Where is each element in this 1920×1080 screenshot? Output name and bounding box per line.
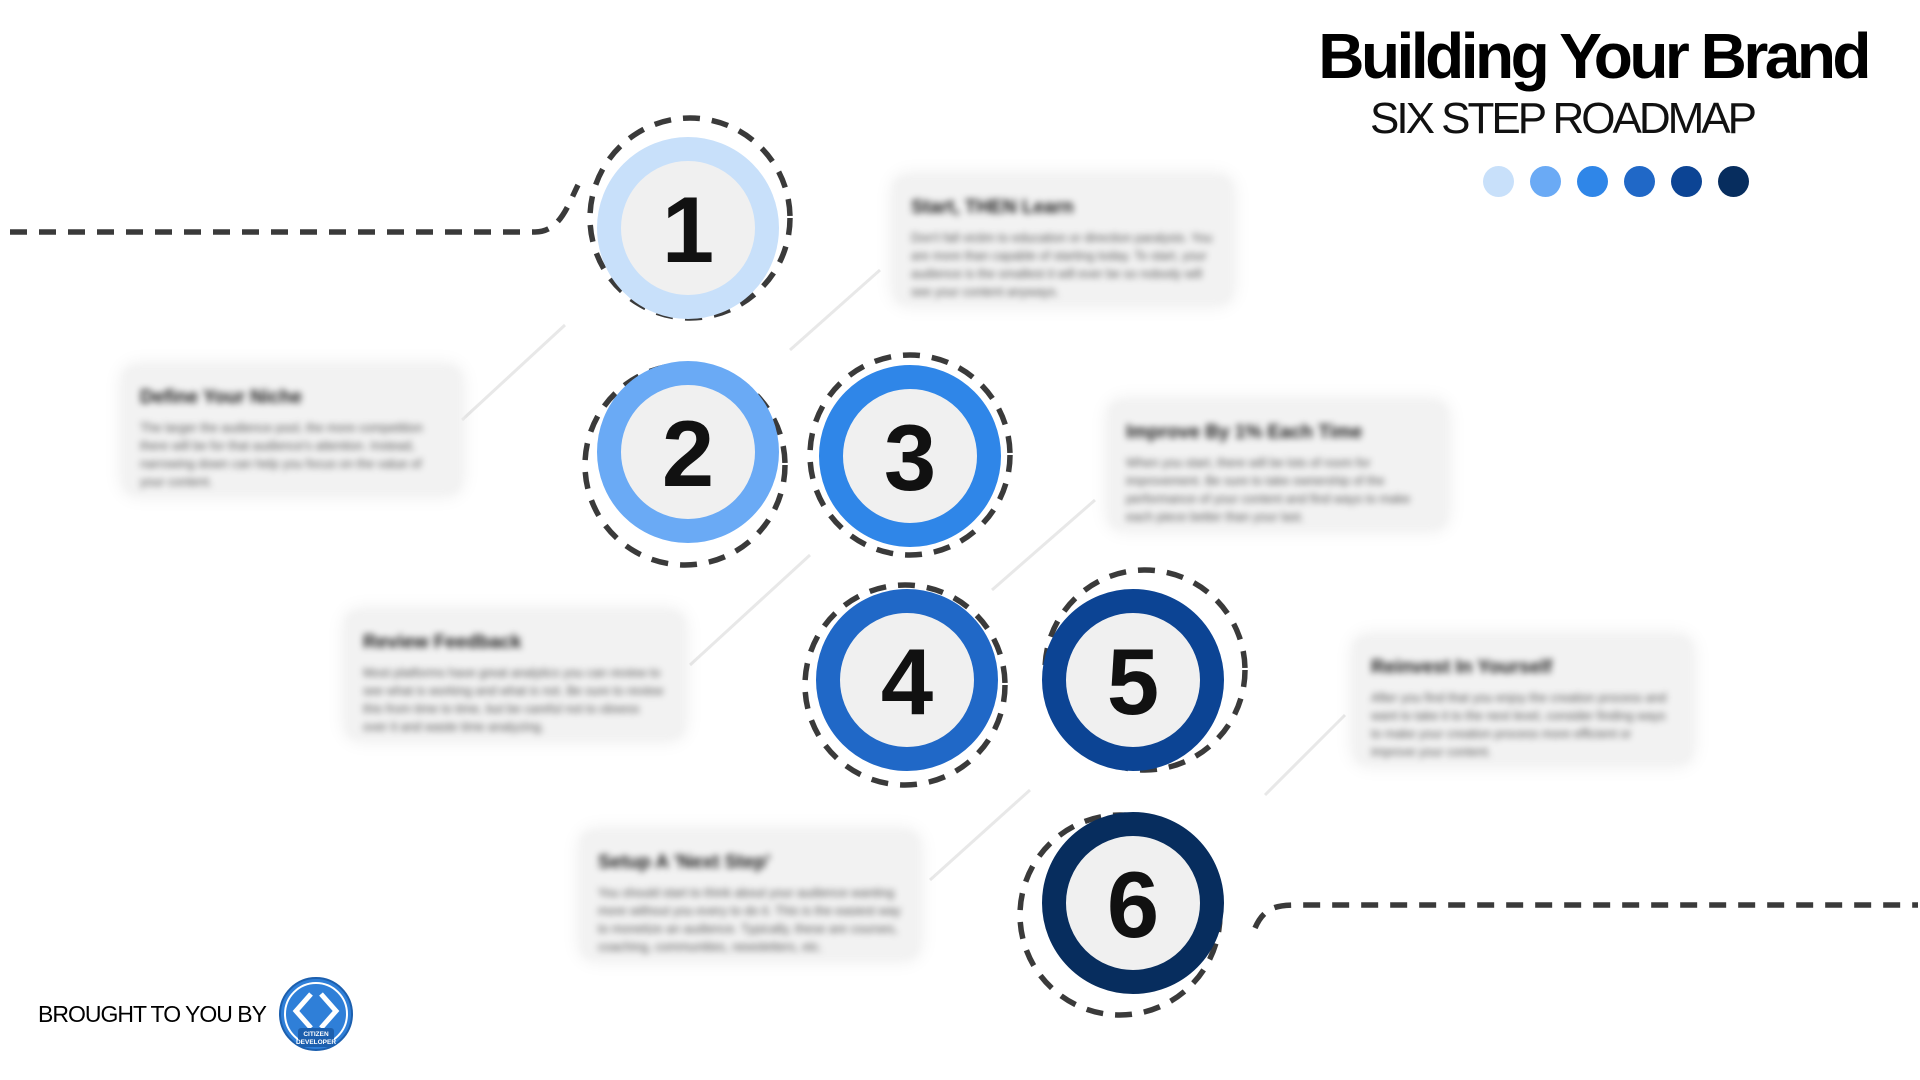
step-text-6: You should start to think about your aud… xyxy=(598,886,901,954)
step-box-3: Improve By 1% Each Time When you start, … xyxy=(1108,400,1448,530)
step-number-2: 2 xyxy=(662,401,714,506)
connector-1 xyxy=(789,268,881,352)
step-text-3: When you start, there will be lots of ro… xyxy=(1126,456,1411,524)
step-text-4: Most platforms have great analytics you … xyxy=(363,666,664,734)
step-text-5: After you find that you enjoy the creati… xyxy=(1371,691,1667,759)
step-title-2: Define Your Niche xyxy=(140,387,302,408)
dashed-ring-4 xyxy=(802,582,1008,788)
dashed-path-left xyxy=(10,183,581,235)
dashed-ring-3 xyxy=(807,352,1013,558)
connector-2 xyxy=(460,323,567,422)
step-box-6: Setup A 'Next Step' You should start to … xyxy=(580,830,920,960)
step-circle-5: 5 xyxy=(1042,589,1224,771)
step-title-6: Setup A 'Next Step' xyxy=(598,852,771,873)
step-title-5: Reinvest In Yourself xyxy=(1371,657,1552,678)
connector-5 xyxy=(1263,713,1347,797)
logo-text-line1: CITIZEN xyxy=(303,1031,329,1038)
step-number-3: 3 xyxy=(884,405,936,510)
step-circle-6: 6 xyxy=(1042,812,1224,994)
color-dot-4 xyxy=(1624,166,1655,197)
step-number-1: 1 xyxy=(662,177,714,282)
color-dot-3 xyxy=(1577,166,1608,197)
step-title-4: Review Feedback xyxy=(363,632,522,653)
connector-6 xyxy=(928,788,1032,882)
color-dot-6 xyxy=(1718,166,1749,197)
logo-text-line2: DEVELOPER xyxy=(296,1039,336,1046)
step-box-2: Define Your Niche The larger the audienc… xyxy=(122,365,462,495)
color-dots xyxy=(1483,166,1749,198)
color-dot-2 xyxy=(1530,166,1561,197)
connector-4 xyxy=(688,553,812,667)
step-title-1: Start, THEN Learn xyxy=(911,197,1074,218)
step-box-5: Reinvest In Yourself After you find that… xyxy=(1353,635,1693,765)
step-text-1: Don't fall victim to education or direct… xyxy=(911,231,1213,299)
connector-3 xyxy=(991,498,1096,592)
step-circle-2: 2 xyxy=(597,361,779,543)
step-title-3: Improve By 1% Each Time xyxy=(1126,422,1363,443)
step-circle-3: 3 xyxy=(819,365,1001,547)
step-box-1: Start, THEN Learn Don't fall victim to e… xyxy=(893,175,1233,305)
step-number-5: 5 xyxy=(1107,629,1159,734)
step-number-4: 4 xyxy=(881,629,933,734)
page-subtitle: SIX STEP ROADMAP xyxy=(1370,94,1757,143)
footer: BROUGHT TO YOU BY CITIZEN DEVELOPER xyxy=(38,976,354,1052)
step-number-6: 6 xyxy=(1107,852,1159,957)
citizen-developer-logo-icon: CITIZEN DEVELOPER xyxy=(278,977,353,1051)
step-text-2: The larger the audience pool, the more c… xyxy=(140,421,423,489)
step-circle-4: 4 xyxy=(816,589,998,771)
footer-text: BROUGHT TO YOU BY xyxy=(38,1000,267,1027)
color-dot-1 xyxy=(1483,166,1514,197)
step-box-4: Review Feedback Most platforms have grea… xyxy=(345,610,685,740)
dashed-path-right xyxy=(1252,902,1918,930)
color-dot-5 xyxy=(1671,166,1702,197)
page-title: Building Your Brand xyxy=(1318,20,1871,92)
step-circle-1: 1 xyxy=(597,137,779,319)
